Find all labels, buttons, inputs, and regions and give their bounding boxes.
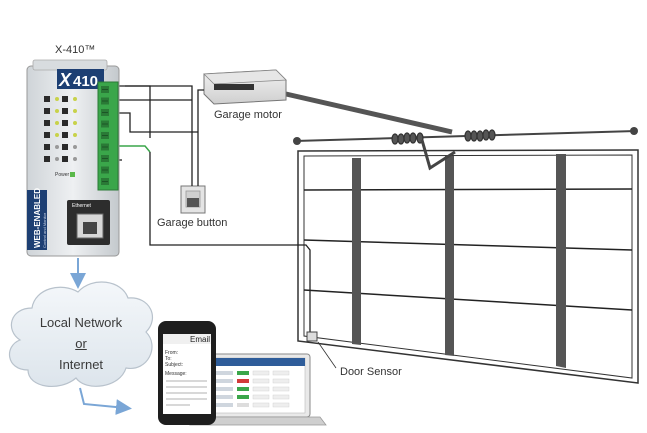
laptop-row-status: [237, 403, 249, 407]
device-led: [73, 145, 77, 149]
device-button: [62, 120, 68, 126]
laptop-row-label: [215, 403, 233, 407]
device-led: [73, 121, 77, 125]
laptop-row-label: [215, 395, 233, 399]
device-side-subtext: Control and Monitor: [42, 212, 47, 248]
device-button: [62, 108, 68, 114]
laptop: [189, 353, 327, 426]
door-rail: [285, 91, 638, 171]
laptop-row-status: [237, 395, 249, 399]
garage-button-label: Garage button: [157, 217, 228, 229]
network-label-line2: or: [75, 336, 87, 351]
network-label-line1: Local Network: [39, 315, 123, 330]
phone-field-message: Message:: [165, 371, 187, 377]
phone-email-title: Email: [190, 335, 210, 344]
garage-motor-label: Garage motor: [214, 109, 282, 121]
smartphone: Email From: To: Subject: Message:: [158, 321, 216, 425]
laptop-row-button: [272, 394, 290, 400]
device-button: [44, 96, 50, 102]
device-button: [44, 108, 50, 114]
device-button: [62, 132, 68, 138]
door-sensor-label: Door Sensor: [340, 366, 402, 378]
device-led: [73, 157, 77, 161]
phone-field-subject: Subject:: [165, 362, 183, 368]
device-led: [55, 97, 59, 101]
device-button: [44, 120, 50, 126]
phone-field-to: To:: [165, 356, 172, 362]
network-cloud: [9, 281, 154, 387]
device-led: [55, 121, 59, 125]
device-port-label: Ethernet: [72, 203, 92, 209]
device-label: X-410™: [55, 44, 96, 56]
laptop-row-button: [272, 386, 290, 392]
garage-motor: [203, 69, 287, 105]
device-led: [55, 145, 59, 149]
laptop-row-status: [237, 371, 249, 375]
device-led: [73, 133, 77, 137]
device-led: [55, 157, 59, 161]
x410-device: X 410 WEB-ENABLED Control and Monitor Po…: [26, 59, 120, 257]
laptop-row-label: [215, 387, 233, 391]
device-button: [44, 144, 50, 150]
laptop-row-button: [252, 386, 270, 392]
device-button: [44, 156, 50, 162]
device-button: [62, 156, 68, 162]
device-button: [62, 96, 68, 102]
device-led: [73, 97, 77, 101]
garage-door: [297, 149, 639, 384]
wiring: [118, 85, 311, 332]
door-sensor: [306, 331, 337, 369]
laptop-row-status: [237, 387, 249, 391]
garage-button: [180, 185, 206, 214]
phone-field-from: From:: [165, 350, 178, 356]
laptop-row-button: [272, 402, 290, 408]
laptop-row-button: [272, 370, 290, 376]
device-led: [73, 109, 77, 113]
data-flow-arrows: [70, 258, 132, 416]
laptop-row-button: [252, 378, 270, 384]
laptop-row-label: [215, 371, 233, 375]
laptop-row-button: [252, 402, 270, 408]
laptop-row-button: [252, 370, 270, 376]
device-logo-num: 410: [73, 73, 98, 90]
device-led: [55, 133, 59, 137]
laptop-row-label: [215, 379, 233, 383]
device-button: [44, 132, 50, 138]
laptop-row-button: [252, 394, 270, 400]
device-led: [55, 109, 59, 113]
device-side-text: WEB-ENABLED: [33, 188, 42, 248]
network-label-line3: Internet: [58, 357, 104, 372]
device-logo-x: X: [58, 70, 72, 90]
device-power-label: Power: [55, 172, 70, 178]
laptop-row-status: [237, 379, 249, 383]
laptop-row-button: [272, 378, 290, 384]
device-button: [62, 144, 68, 150]
